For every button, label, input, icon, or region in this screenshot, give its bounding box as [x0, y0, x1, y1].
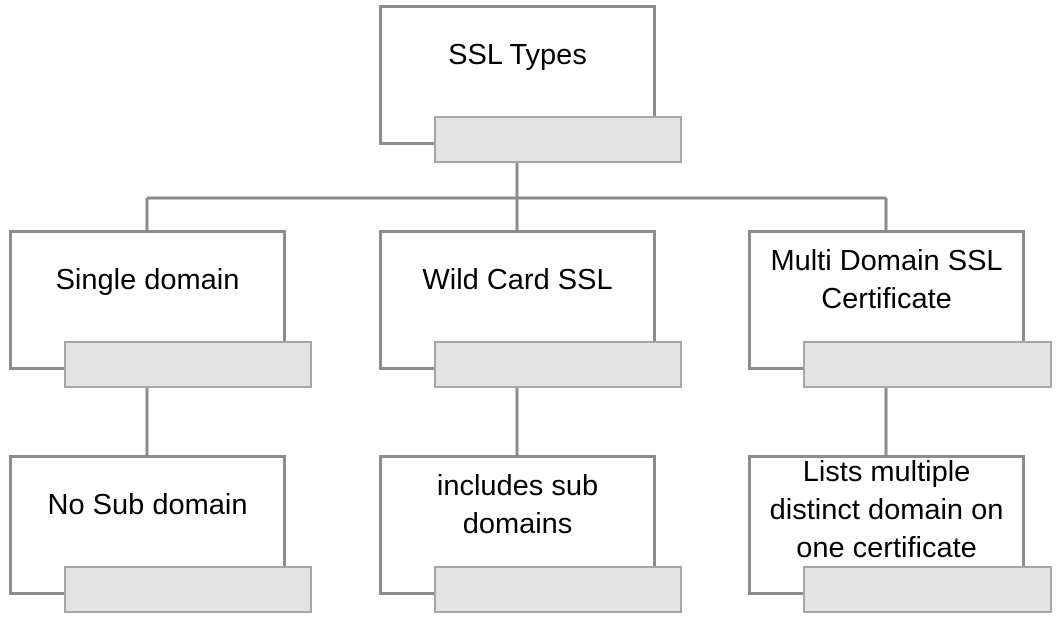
- detail-node-label: No Sub domain: [47, 489, 248, 521]
- detail-node-label: Lists multiple distinct domain on one ce…: [769, 456, 1004, 564]
- root-node-label: SSL Types: [448, 39, 587, 71]
- detail-node-tab: [64, 566, 312, 613]
- type-node-label: Wild Card SSL: [422, 264, 613, 296]
- type-node-tab: [803, 341, 1052, 388]
- detail-node-tab: [803, 566, 1052, 613]
- type-node-tab: [434, 341, 682, 388]
- type-node-tab: [64, 341, 312, 388]
- detail-node-tab: [434, 566, 682, 613]
- type-node-label: Single domain: [55, 264, 240, 296]
- detail-node-label: includes sub domains: [436, 470, 599, 540]
- root-node-tab: [434, 116, 682, 163]
- type-node-label: Multi Domain SSL Certificate: [770, 245, 1003, 315]
